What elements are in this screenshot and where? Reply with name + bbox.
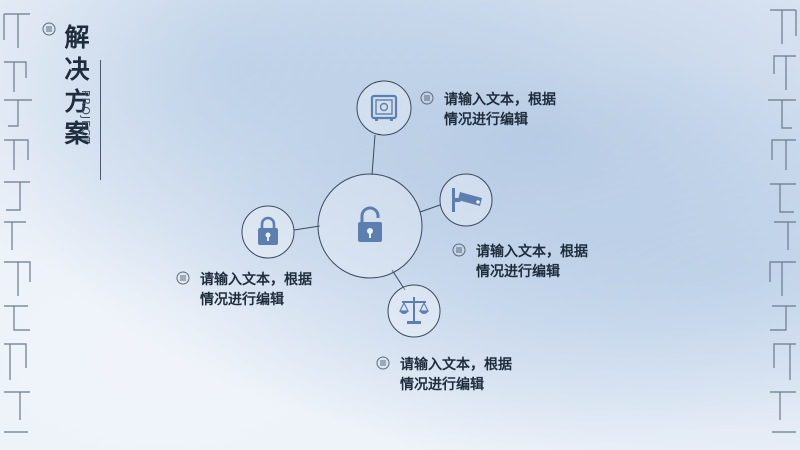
bullet-icon: [176, 271, 190, 285]
title-deco-icon: [42, 22, 56, 36]
connector-lines: [293, 134, 441, 291]
scales-node: [387, 284, 441, 338]
safe-node: [356, 80, 412, 136]
connector-scales: [391, 269, 406, 291]
connector-safe: [371, 134, 376, 176]
vertical-title: 解 决 方 案: [62, 18, 132, 188]
padlock-icon: [258, 216, 278, 245]
right-border-pattern: [768, 9, 797, 433]
item-text-line2: 情况进行编辑: [476, 264, 560, 280]
item-text-line1: 请输入文本，根据: [200, 272, 312, 288]
text-block-scales: 请输入文本，根据 情况进行编辑: [376, 355, 546, 395]
camera-node: [439, 173, 493, 227]
title-char-3: 方: [64, 87, 90, 116]
text-block-lock: 请输入文本，根据 情况进行编辑: [176, 270, 346, 310]
title-divider-line: [100, 60, 101, 180]
item-text-line2: 情况进行编辑: [400, 377, 484, 393]
text-block-camera: 请输入文本，根据 情况进行编辑: [452, 242, 622, 282]
item-text-line1: 请输入文本，根据: [476, 244, 588, 260]
security-camera-icon: [452, 188, 482, 212]
bullet-icon: [376, 356, 390, 370]
lock-node: [241, 205, 295, 259]
item-text-line2: 情况进行编辑: [200, 292, 284, 308]
unlocked-padlock-icon: [358, 206, 382, 242]
connector-lock: [293, 225, 321, 231]
left-border-pattern: [3, 13, 32, 433]
bullet-icon: [420, 91, 434, 105]
connector-camera: [419, 204, 441, 213]
title-char-4: 案: [64, 119, 90, 148]
title-char-1: 解: [64, 23, 90, 52]
text-block-safe: 请输入文本，根据 情况进行编辑: [420, 90, 590, 130]
center-node: [317, 173, 423, 279]
item-text-line1: 请输入文本，根据: [400, 357, 512, 373]
safe-icon: [370, 94, 398, 121]
item-text-line1: 请输入文本，根据: [444, 92, 556, 108]
title-char-2: 决: [64, 55, 90, 84]
balance-scale-icon: [399, 297, 429, 324]
item-text-line2: 情况进行编辑: [444, 112, 528, 128]
bullet-icon: [452, 243, 466, 257]
